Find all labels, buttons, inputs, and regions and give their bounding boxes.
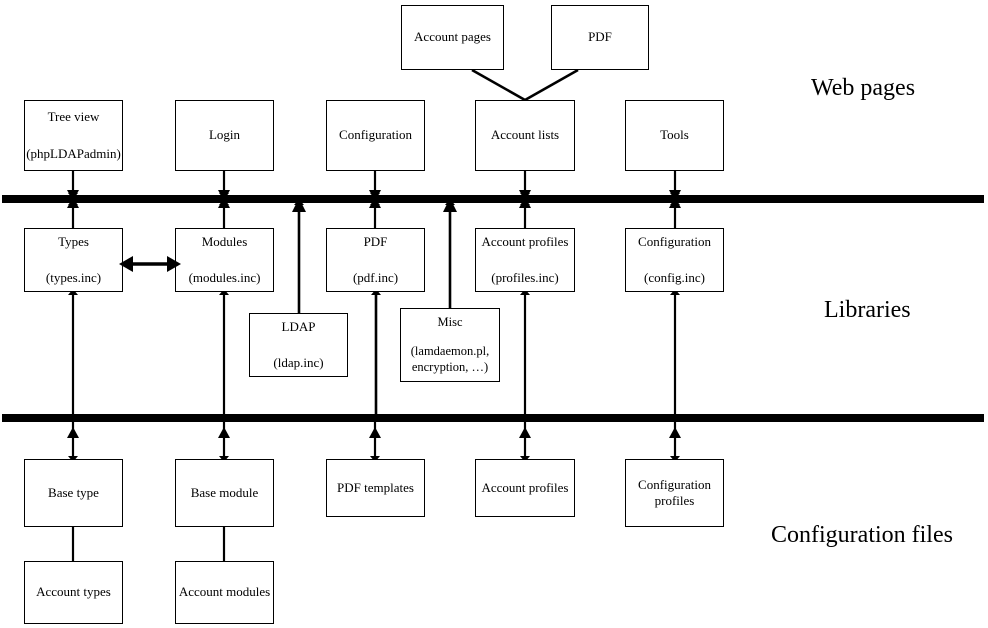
node-tools[interactable]: Tools [625, 100, 724, 171]
node-base-module[interactable]: Base module [175, 459, 274, 527]
connector-account-pages-to-account-lists [471, 68, 526, 102]
node-modules-lib-label: Modules [201, 233, 248, 249]
upper-bus-bar [2, 195, 984, 203]
node-configuration-page-label: Configuration [339, 127, 412, 143]
band-label-libraries: Libraries [824, 297, 911, 323]
node-base-module-label: Base module [190, 484, 259, 500]
node-types-lib[interactable]: Types (types.inc) [24, 228, 123, 292]
node-config-lib-sublabel: (config.inc) [643, 270, 705, 285]
node-base-type-label: Base type [48, 484, 99, 500]
node-misc-lib-label: Misc [437, 314, 463, 329]
node-account-profiles-file[interactable]: Account profiles [475, 459, 575, 517]
node-login-label: Login [208, 127, 241, 143]
node-account-pages[interactable]: Account pages [401, 5, 504, 70]
lower-bus-arrowheads [67, 427, 681, 438]
node-misc-lib-sublabel: (lamdaemon.pl, encryption, …) [410, 343, 490, 374]
node-profiles-lib-sublabel: (profiles.inc) [491, 270, 559, 285]
upper-bus-arrowheads [67, 190, 681, 212]
node-config-lib-label: Configuration [638, 233, 711, 249]
node-account-pages-label: Account pages [414, 29, 491, 45]
node-ldap-lib-sublabel: (ldap.inc) [273, 355, 324, 370]
node-account-types-label: Account types [36, 584, 111, 600]
node-pdf-lib-sublabel: (pdf.inc) [352, 270, 399, 285]
node-tools-label: Tools [660, 127, 689, 143]
node-pdf-templates-label: PDF templates [337, 479, 414, 495]
node-profiles-lib[interactable]: Account profiles (profiles.inc) [475, 228, 575, 292]
node-pdf-source[interactable]: PDF [551, 5, 649, 70]
node-pdf-templates[interactable]: PDF templates [326, 459, 425, 517]
node-pdf-lib[interactable]: PDF (pdf.inc) [326, 228, 425, 292]
node-account-profiles-file-label: Account profiles [481, 479, 569, 495]
node-base-type[interactable]: Base type [24, 459, 123, 527]
node-config-lib[interactable]: Configuration (config.inc) [625, 228, 724, 292]
node-tree-view-label: Tree view [47, 109, 100, 125]
node-tree-view-sublabel: (phpLDAPadmin) [26, 145, 121, 161]
lower-bus-bar [2, 414, 984, 422]
node-misc-lib[interactable]: Misc (lamdaemon.pl, encryption, …) [400, 308, 500, 382]
node-modules-lib[interactable]: Modules (modules.inc) [175, 228, 274, 292]
node-configuration-profiles-file-label: Configuration profiles [638, 476, 711, 508]
node-account-types[interactable]: Account types [24, 561, 123, 624]
node-profiles-lib-label: Account profiles [481, 233, 569, 249]
node-account-modules[interactable]: Account modules [175, 561, 274, 624]
node-account-lists[interactable]: Account lists [475, 100, 575, 171]
node-account-modules-label: Account modules [178, 584, 271, 600]
node-pdf-source-label: PDF [588, 29, 612, 45]
node-configuration-profiles-file[interactable]: Configuration profiles [625, 459, 724, 527]
band-label-configuration-files: Configuration files [771, 522, 953, 548]
node-pdf-lib-label: PDF [363, 233, 388, 249]
node-types-lib-label: Types [58, 233, 89, 249]
band-label-web-pages: Web pages [811, 75, 916, 101]
node-types-lib-sublabel: (types.inc) [45, 270, 102, 285]
node-ldap-lib[interactable]: LDAP (ldap.inc) [249, 313, 348, 377]
node-tree-view[interactable]: Tree view (phpLDAPadmin) [24, 100, 123, 171]
node-modules-lib-sublabel: (modules.inc) [188, 270, 261, 285]
node-configuration-page[interactable]: Configuration [326, 100, 425, 171]
connector-types-modules-bidirectional [119, 256, 181, 272]
connector-pdf-to-account-lists [524, 68, 579, 102]
node-ldap-lib-label: LDAP [281, 318, 316, 334]
node-login[interactable]: Login [175, 100, 274, 171]
node-account-lists-label: Account lists [490, 127, 560, 143]
